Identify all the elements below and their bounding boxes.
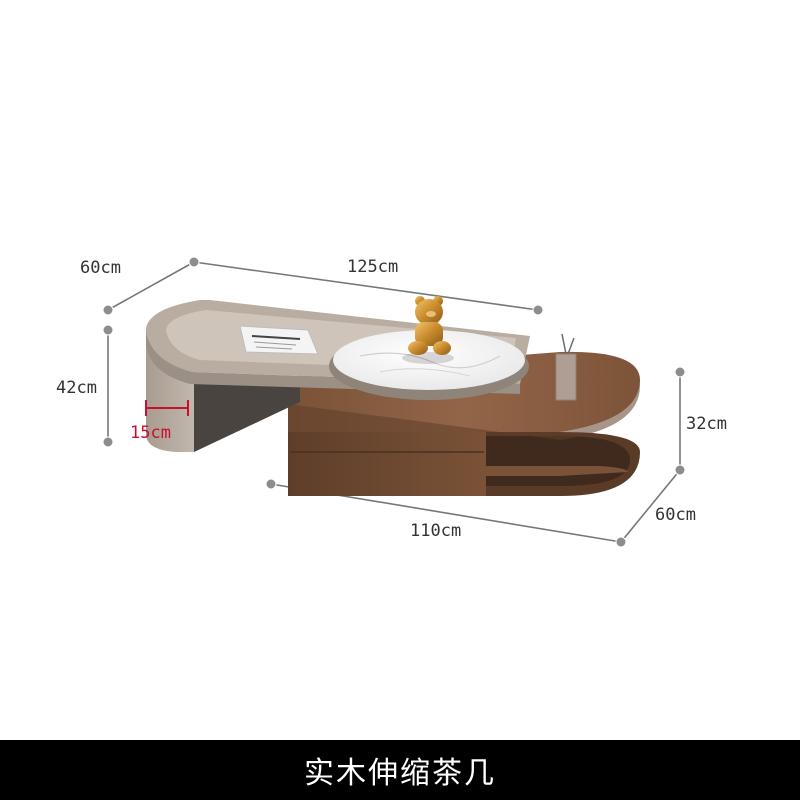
marble-round-top (329, 330, 529, 400)
leg-width-marker (145, 400, 189, 416)
top-depth-label: 60cm (80, 258, 121, 278)
magazine (239, 325, 319, 355)
endpoint-dot (615, 536, 627, 548)
leg-width-label: 15cm (130, 423, 171, 443)
endpoint-dot (265, 478, 277, 490)
caption-banner: 实木伸缩茶几 (0, 740, 800, 800)
dimension-endpoints (102, 256, 686, 548)
glass-vase (555, 333, 577, 401)
walnut-open-shelf (486, 436, 630, 486)
endpoint-dot (674, 464, 686, 476)
right-height-label: 32cm (686, 414, 727, 434)
bottom-length-label: 110cm (410, 521, 462, 541)
endpoint-dot (102, 324, 114, 336)
endpoint-dot (532, 304, 544, 316)
coffee-table-illustration (102, 256, 686, 548)
top-length-label: 125cm (347, 257, 399, 277)
product-caption: 实木伸缩茶几 (304, 756, 496, 791)
bottom-depth-line (620, 469, 681, 543)
gold-bear-ornament (402, 296, 454, 364)
top-length-line (193, 261, 539, 311)
bottom-depth-label: 60cm (655, 505, 696, 525)
taupe-front-rim (146, 328, 520, 394)
taupe-inner-shadow (194, 378, 300, 452)
endpoint-dot (102, 436, 114, 448)
walnut-shelf-board (486, 466, 628, 476)
endpoint-dot (102, 304, 114, 316)
walnut-top-edge (288, 380, 640, 440)
endpoint-dot (674, 366, 686, 378)
endpoint-dot (188, 256, 200, 268)
left-height-label: 42cm (56, 378, 97, 398)
top-depth-line (107, 261, 195, 311)
